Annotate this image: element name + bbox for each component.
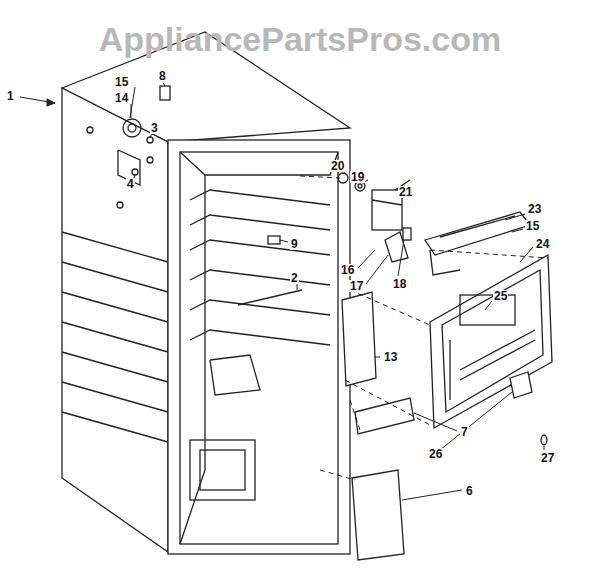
callout-number: 4 — [126, 178, 135, 190]
callout-number: 25 — [493, 290, 508, 302]
callout-number: 19 — [350, 171, 365, 183]
watermark: AppliancePartsPros.com — [99, 22, 501, 56]
callout-number: 20 — [330, 160, 345, 172]
callout-number: 9 — [290, 238, 299, 250]
callout-number: 23 — [527, 203, 542, 215]
callout-number: 7 — [460, 426, 469, 438]
callout-number: 2 — [290, 272, 299, 284]
callout-number: 15 — [114, 76, 129, 88]
callout-number: 16 — [340, 264, 355, 276]
callout-number: 24 — [535, 238, 550, 250]
callout-number: 1 — [6, 90, 15, 102]
callout-number: 13 — [383, 351, 398, 363]
callout-number: 26 — [428, 448, 443, 460]
callout-number: 18 — [392, 278, 407, 290]
callout-number: 6 — [465, 485, 474, 497]
callout-number: 8 — [158, 70, 167, 82]
callout-number: 3 — [150, 122, 159, 134]
callout-number: 21 — [398, 186, 413, 198]
callout-number: 14 — [114, 92, 129, 104]
callout-number: 15 — [525, 220, 540, 232]
callout-number: 27 — [540, 452, 555, 464]
callout-number: 17 — [349, 280, 364, 292]
